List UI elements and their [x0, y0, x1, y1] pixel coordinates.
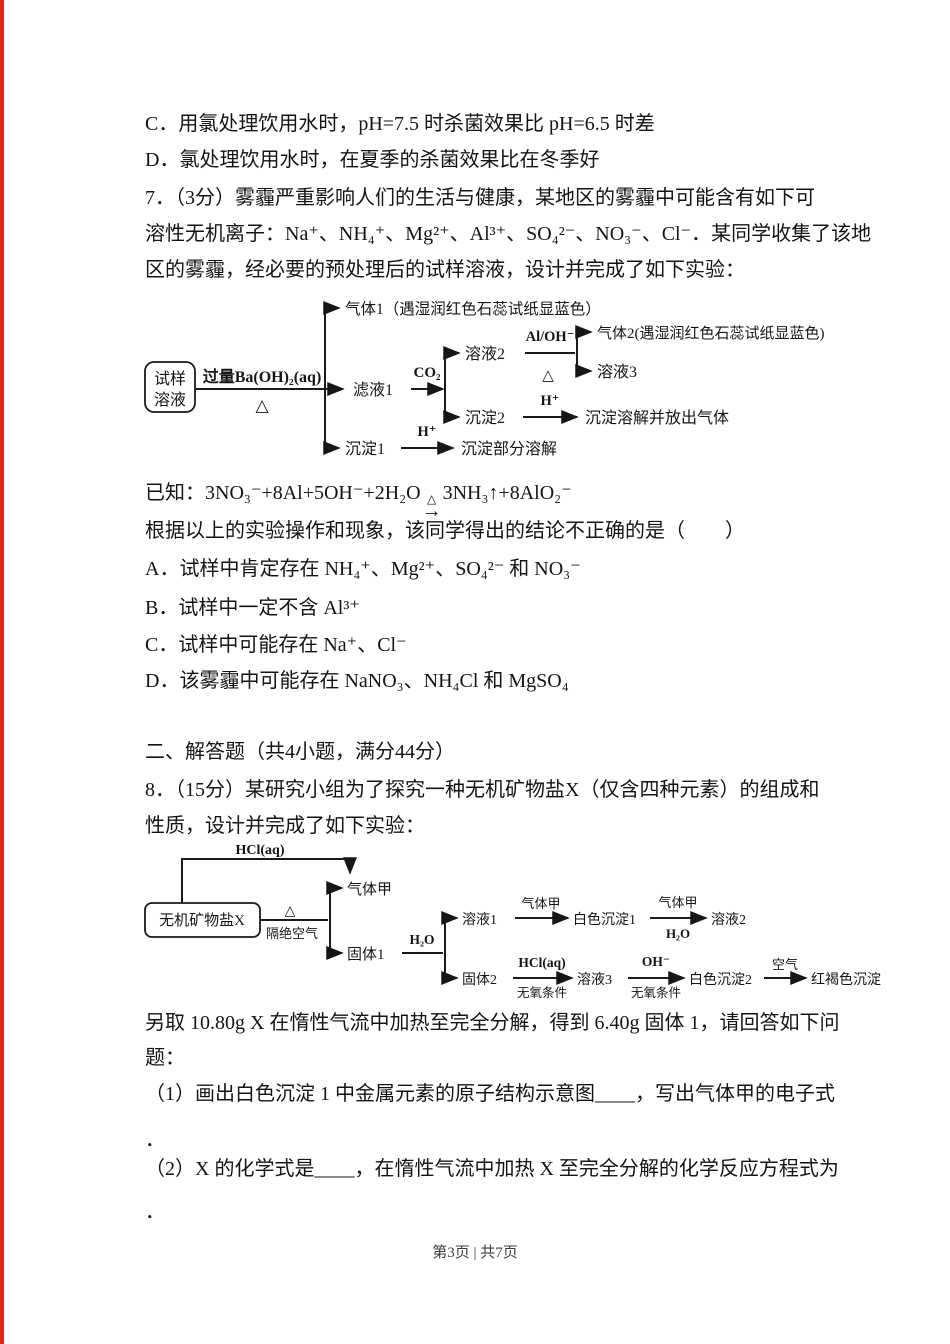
- solution1-node: 溶液1: [462, 912, 497, 928]
- reagent-label: 过量Ba(OH)₂(aq): [203, 367, 322, 386]
- precip2-result: 沉淀溶解并放出气体: [585, 409, 729, 427]
- section-2-header: 二、解答题（共4小题，满分44分）: [145, 741, 455, 763]
- gas-a-node: 气体甲: [347, 881, 392, 898]
- solid2-node: 固体2: [462, 972, 497, 988]
- sample-box-line1: 试样: [154, 370, 186, 388]
- anoxic-label-2: 无氧条件: [631, 986, 681, 1000]
- gas1-label: 气体1（遇湿润红色石蕊试纸显蓝色）: [345, 300, 601, 318]
- precip2-label: 沉淀2: [465, 409, 505, 427]
- solution3-label: 溶液3: [597, 363, 637, 381]
- q8-stem-line1: 8．（15分）某研究小组为了探究一种无机矿物盐X（仅含四种元素）的组成和: [145, 779, 820, 801]
- no-air-label: 隔绝空气: [266, 926, 318, 941]
- white-precip2-node: 白色沉淀2: [689, 971, 752, 988]
- solution3-node: 溶液3: [577, 972, 612, 988]
- equation-suffix: 3NH₃↑+8AlO₂⁻: [442, 482, 572, 504]
- delta2-icon: △: [542, 368, 554, 384]
- solution2-label: 溶液2: [465, 345, 505, 363]
- q7-stem-line2: 溶性无机离子：Na⁺、NH₄⁺、Mg²⁺、Al³⁺、SO₄²⁻、NO₃⁻、Cl⁻…: [145, 223, 872, 245]
- delta-icon: △: [255, 396, 269, 415]
- anoxic-label-1: 无氧条件: [517, 986, 567, 1000]
- solid1-node: 固体1: [347, 946, 385, 963]
- hcl-label: HCl(aq): [518, 955, 565, 970]
- q8-stem-line2: 性质，设计并完成了如下实验：: [145, 815, 425, 837]
- q8-period-2: ．: [145, 1201, 165, 1223]
- q6-option-c: C．用氯处理饮用水时，pH=7.5 时杀菌效果比 pH=6.5 时差: [145, 113, 655, 135]
- delta-icon: △: [285, 904, 296, 919]
- q8-period-1: ．: [145, 1129, 165, 1151]
- sample-box-line2: 溶液: [154, 391, 186, 409]
- hcl-top-label: HCl(aq): [236, 843, 285, 858]
- q7-option-a: A．试样中肯定存在 NH₄⁺、Mg²⁺、SO₄²⁻ 和 NO₃⁻: [145, 558, 581, 580]
- page-number-footer: 第3页 | 共7页: [432, 1245, 518, 1261]
- q8-note-line1: 另取 10.80g X 在惰性气流中加热至完全分解，得到 6.40g 固体 1，…: [145, 1012, 840, 1034]
- q8-subquestion-2: （2）X 的化学式是____，在惰性气流中加热 X 至完全分解的化学反应方程式为: [145, 1158, 839, 1180]
- h2o-label-2: H₂O: [666, 926, 690, 941]
- filtrate1-label: 滤液1: [353, 381, 393, 399]
- co2-label: CO₂: [414, 365, 442, 381]
- page-left-edge-stripe: [0, 0, 4, 1344]
- q7-option-c: C．试样中可能存在 Na⁺、Cl⁻: [145, 634, 407, 656]
- q7-stem-line3: 区的雾霾，经必要的预处理后的试样溶液，设计并完成了如下实验：: [145, 259, 745, 281]
- q8-note-line2: 题：: [145, 1047, 185, 1069]
- reaction-arrow-icon: △→: [421, 492, 442, 522]
- hplus1-label: H⁺: [541, 393, 560, 409]
- aloh-label: Al/OH⁻: [526, 329, 575, 345]
- q7-option-b: B．试样中一定不含 Al³⁺: [145, 597, 360, 619]
- q8-flow-diagram: HCl(aq) 无机矿物盐X △ 隔绝空气 气体甲 固体1 H₂O 溶液1 气体…: [144, 843, 881, 1000]
- q7-known-equation: 已知：3NO₃⁻+8Al+5OH⁻+2H₂O△→3NH₃↑+8AlO₂⁻: [145, 481, 572, 522]
- oh-label: OH⁻: [642, 954, 670, 969]
- solution2-node: 溶液2: [711, 912, 746, 928]
- white-precip1-node: 白色沉淀1: [573, 911, 636, 928]
- h2o-label: H₂O: [409, 932, 434, 947]
- q7-option-d: D．该雾霾中可能存在 NaNO₃、NH₄Cl 和 MgSO₄: [145, 670, 569, 692]
- sample-solution-box: [144, 361, 196, 413]
- precip1-result: 沉淀部分溶解: [461, 440, 557, 458]
- hplus2-label: H⁺: [418, 424, 437, 440]
- q7-stem-line1: 7．（3分）雾霾严重影响人们的生活与健康，某地区的雾霾中可能含有如下可: [145, 187, 815, 209]
- mineral-salt-label: 无机矿物盐X: [159, 912, 245, 929]
- q6-option-d: D．氯处理饮用水时，在夏季的杀菌效果比在冬季好: [145, 149, 600, 171]
- hcl-bypass-arrow: [181, 857, 357, 903]
- gas2-label: 气体2(遇湿润红色石蕊试纸显蓝色): [597, 325, 825, 342]
- gas-a-label-2: 气体甲: [658, 895, 697, 910]
- equation-prefix: 已知：3NO₃⁻+8Al+5OH⁻+2H₂O: [145, 482, 421, 504]
- red-brown-precip-node: 红褐色沉淀: [811, 971, 881, 988]
- air-label: 空气: [772, 957, 798, 972]
- q7-flow-diagram: 试样 溶液 过量Ba(OH)₂(aq) △ 气体1（遇湿润红色石蕊试纸显蓝色） …: [144, 300, 825, 458]
- gas-a-label-1: 气体甲: [521, 896, 560, 911]
- precip1-label: 沉淀1: [345, 440, 385, 458]
- q8-subquestion-1: （1）画出白色沉淀 1 中金属元素的原子结构示意图____，写出气体甲的电子式: [145, 1083, 835, 1105]
- q7-question-line: 根据以上的实验操作和现象，该同学得出的结论不正确的是（ ）: [145, 520, 745, 542]
